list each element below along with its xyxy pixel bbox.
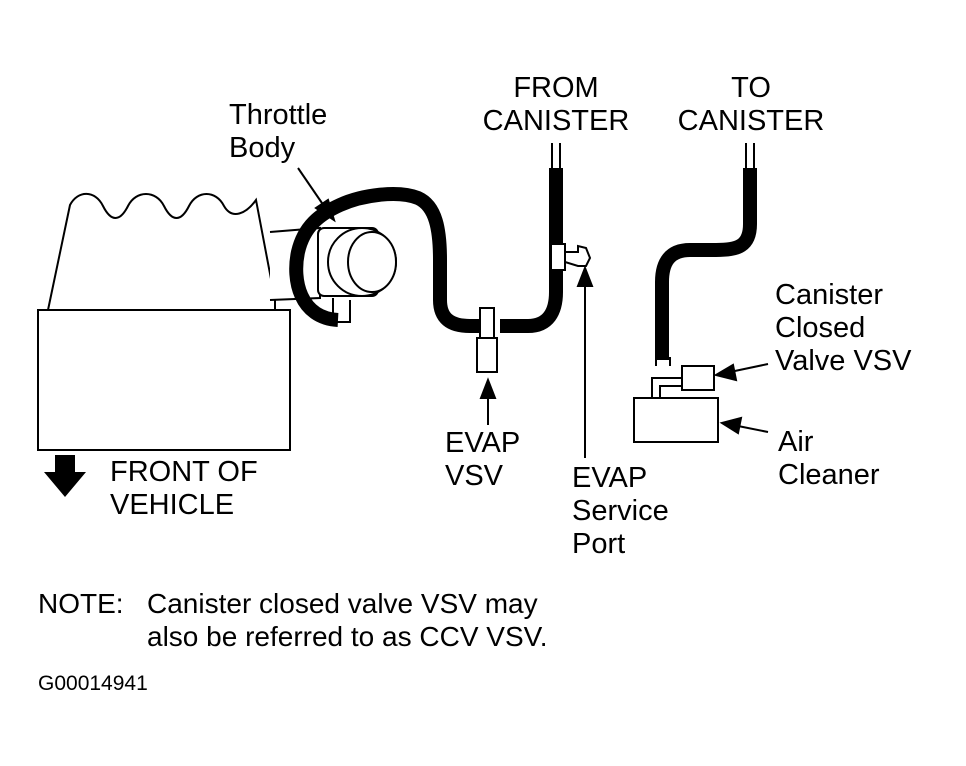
evap-service-port xyxy=(550,243,592,271)
engine-lower-block xyxy=(37,309,291,451)
leader-arrows xyxy=(297,167,769,458)
note-prefix: NOTE: xyxy=(38,588,124,619)
label-throttle-body: Throttle Body xyxy=(229,99,328,164)
label-from-canister: FROM CANISTER xyxy=(482,72,630,137)
engine-upper-cover xyxy=(47,192,276,311)
evap-vsv xyxy=(476,307,498,373)
air-cleaner xyxy=(633,397,719,443)
vacuum-hose xyxy=(289,168,563,333)
front-arrow-icon xyxy=(44,455,86,497)
label-evap-vsv: EVAP VSV xyxy=(445,427,521,492)
to-canister-hose xyxy=(655,168,757,360)
label-to-canister: TO CANISTER xyxy=(677,72,825,137)
label-evap-service-port: EVAP Service Port xyxy=(572,462,669,560)
label-air-cleaner: Air Cleaner xyxy=(778,426,880,491)
label-front-of-vehicle: FRONT OF VEHICLE xyxy=(110,456,258,521)
canister-closed-valve-vsv xyxy=(651,357,715,398)
label-canister-closed-valve-vsv: Canister Closed Valve VSV xyxy=(775,279,912,377)
figure-code: G00014941 xyxy=(38,672,148,695)
throttle-body xyxy=(269,226,397,323)
engine-block xyxy=(37,192,291,451)
note-text: Canister closed valve VSV may also be re… xyxy=(147,588,548,652)
